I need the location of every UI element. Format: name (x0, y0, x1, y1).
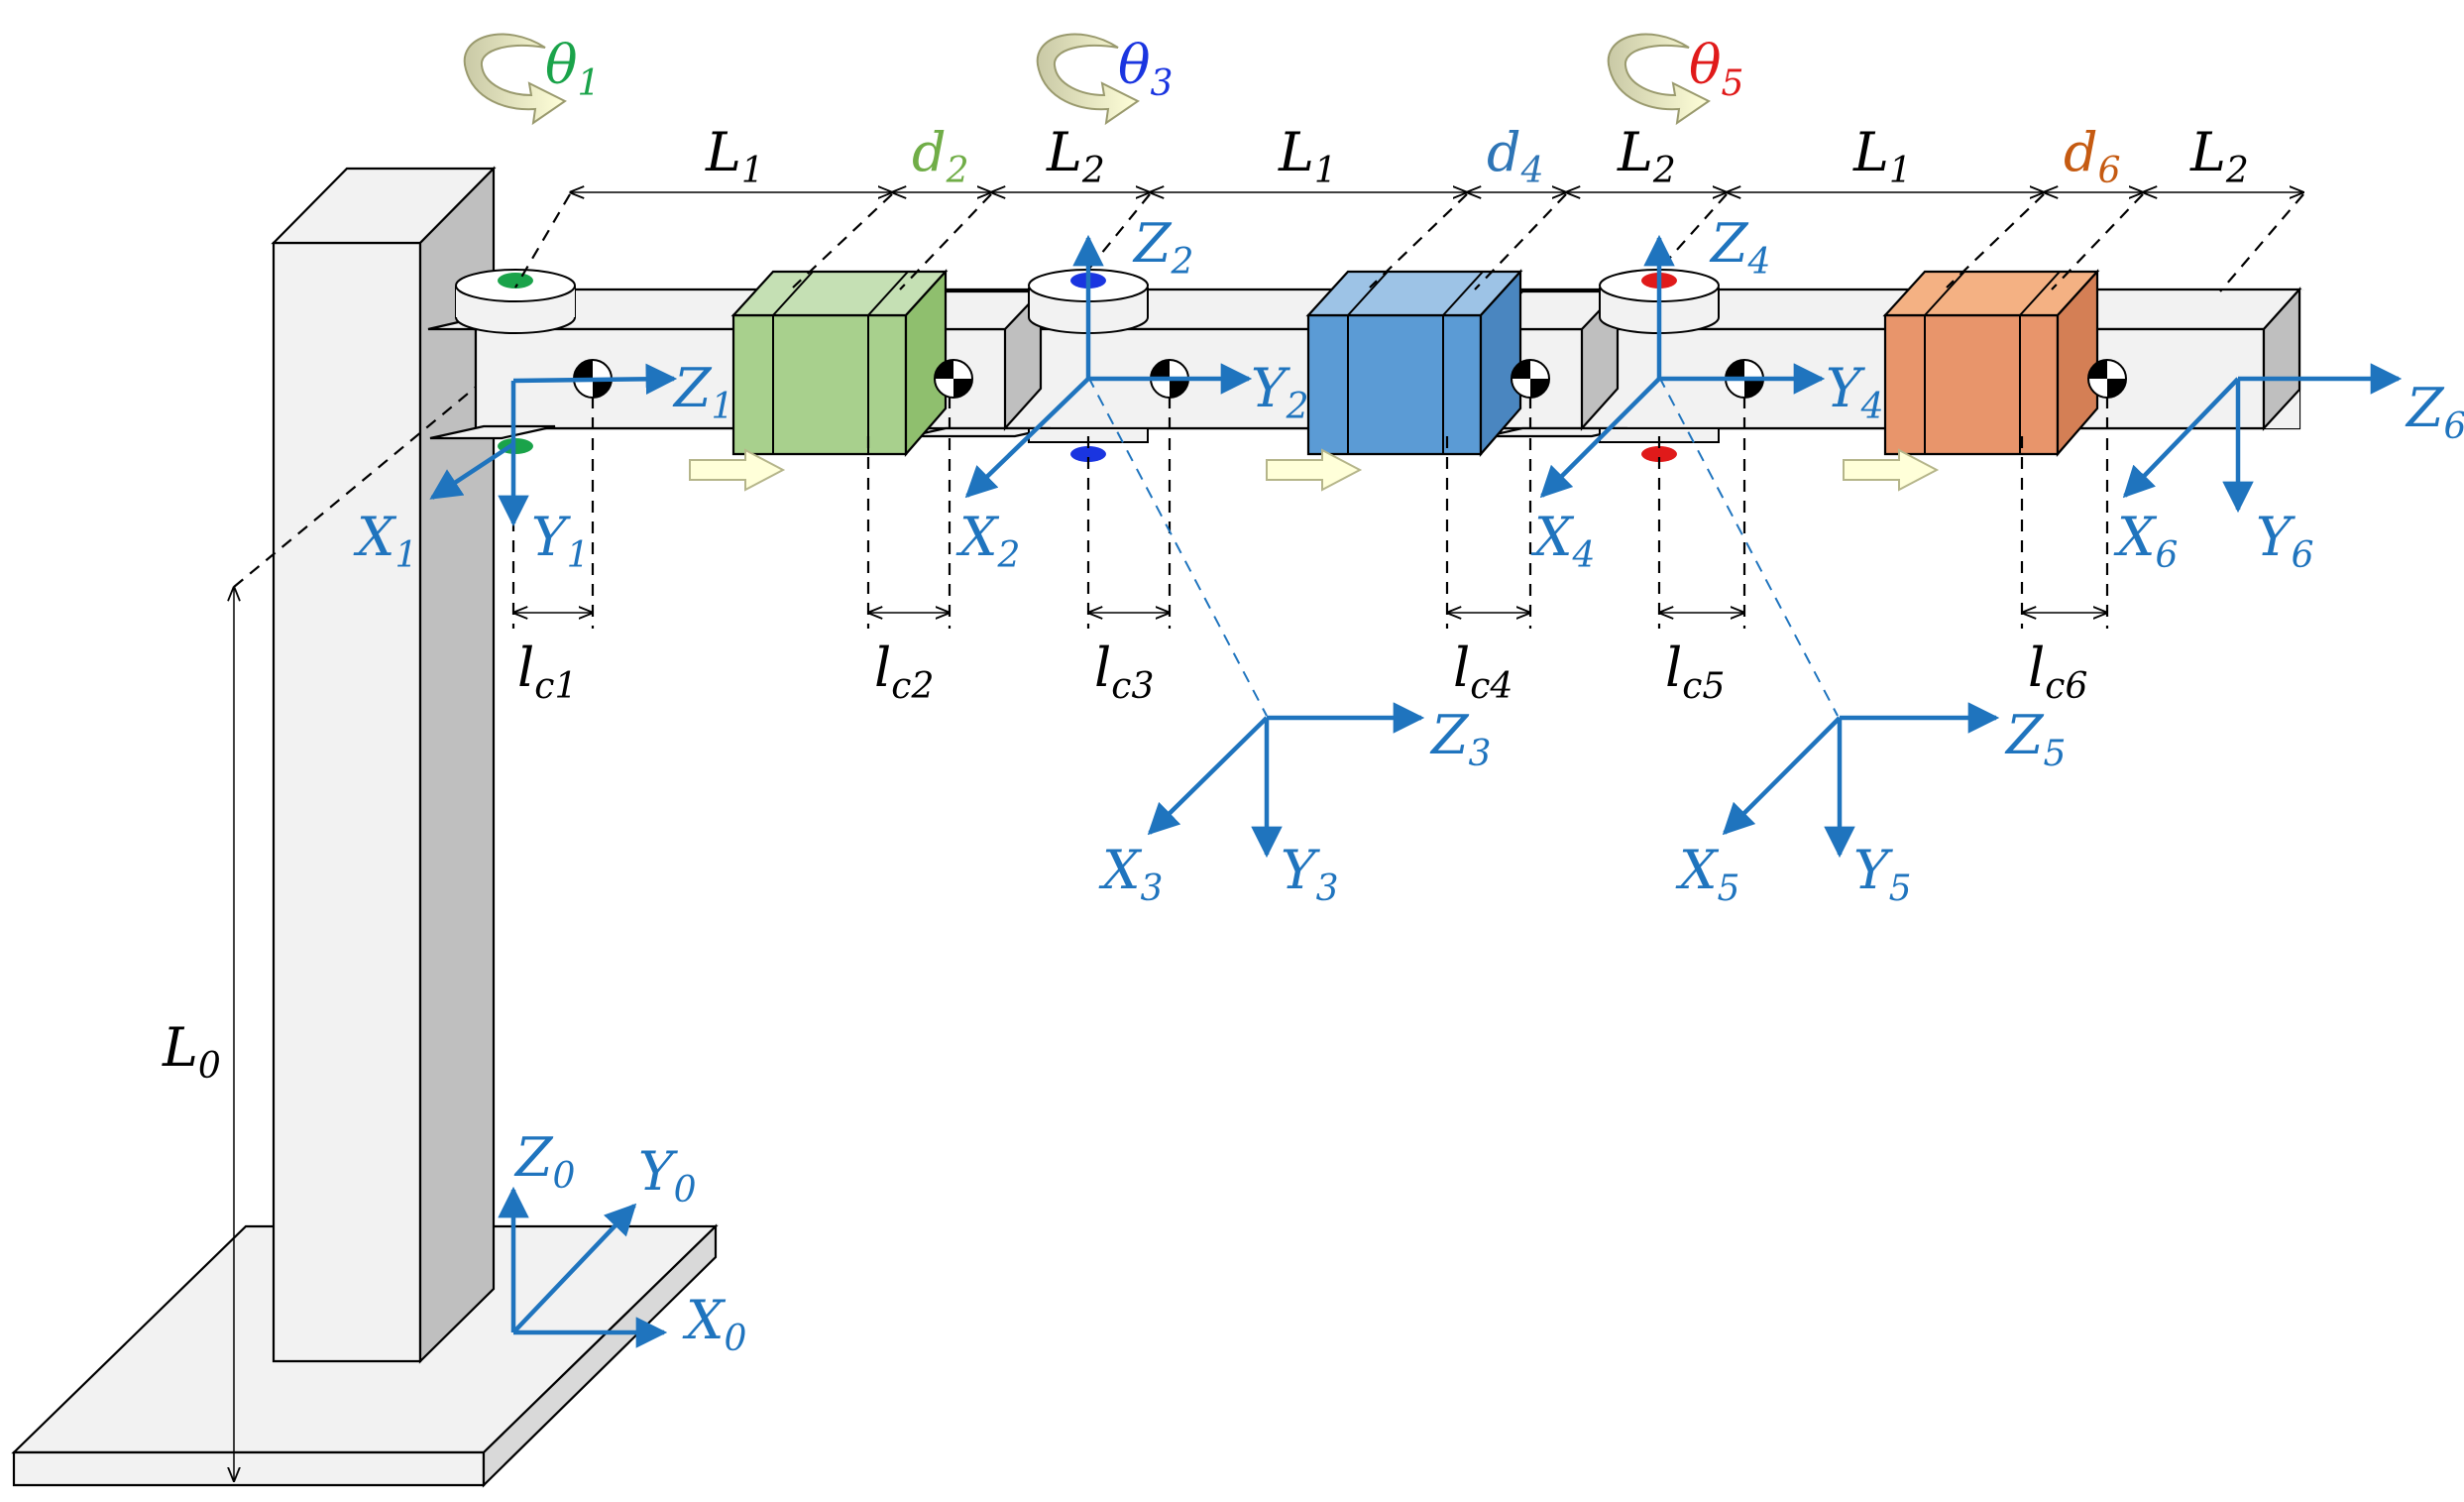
lc-dimension-label: lc1 (517, 636, 577, 707)
top-dimension-label: L1 (705, 121, 764, 191)
prismatic-block-4 (1305, 269, 1523, 457)
top-dimension-label: L2 (1046, 121, 1105, 191)
frame5-projection-line (1658, 376, 1839, 717)
frame-y-label: Y4 (1826, 357, 1884, 427)
joint1-disc (455, 269, 576, 454)
prismatic-block-6 (1882, 269, 2100, 457)
frame-x-axis (429, 442, 515, 500)
frame-y-label: Y0 (638, 1140, 697, 1211)
frame-x-label: X5 (1675, 839, 1739, 909)
frame-z-label: Z1 (672, 357, 733, 427)
frame-y-label: Y2 (1251, 357, 1309, 427)
center-of-mass-icon (1511, 359, 1550, 399)
frame-y-label: Y1 (531, 506, 590, 576)
frame-z-label: Z0 (513, 1126, 575, 1197)
frame-x-axis (1147, 716, 1269, 836)
top-dimension-label: L2 (1617, 121, 1676, 191)
frame-y-label: Y3 (1281, 839, 1339, 909)
frame-x-label: X2 (955, 506, 1020, 576)
dimension-extension-line (2051, 193, 2144, 290)
lc-dimension-label: lc6 (2028, 636, 2087, 707)
frame-z-label: Z4 (1709, 212, 1770, 283)
frame-z-label: Z5 (2004, 704, 2066, 774)
frame-z-label: Z2 (1132, 212, 1193, 283)
frame3-projection-line (1087, 376, 1268, 717)
frame-z-axis (512, 363, 678, 396)
frame-z-label: Z6 (2405, 377, 2464, 447)
dimension-extension-line (2219, 193, 2304, 292)
frame-x-axis (1539, 377, 1661, 499)
dimension-extension-line (1369, 193, 1468, 289)
frame-x-label: X6 (2113, 506, 2178, 576)
top-dimension-label: L2 (2189, 121, 2249, 191)
lc-dimension-label: lc5 (1665, 636, 1725, 707)
frame-x-label: X3 (1098, 839, 1163, 909)
top-dimension-label: L1 (1278, 121, 1337, 191)
frame-y-label: Y5 (1853, 839, 1912, 909)
dimension-extension-line (899, 193, 992, 290)
rotation-theta-label: θ5 (1689, 34, 1743, 104)
top-dimension-label: d2 (912, 121, 968, 191)
frame-x-axis (964, 377, 1090, 499)
vertical-column (271, 166, 497, 1364)
rotation-theta-label: θ1 (545, 34, 600, 104)
center-of-mass-icon (934, 359, 973, 399)
motion-arrow-icon (1843, 448, 1940, 492)
frame-z-label: Z3 (1429, 704, 1491, 774)
motion-arrow-icon (689, 448, 786, 492)
top-dimension-label: L1 (1852, 121, 1912, 191)
center-of-mass-icon (2087, 359, 2127, 399)
dimension-extension-line (1946, 193, 2045, 289)
top-dimension-label: d6 (2064, 121, 2120, 191)
rotation-arrow-icon (1036, 33, 1140, 126)
dimension-extension-line (1087, 193, 1151, 271)
prismatic-block-2 (730, 269, 949, 457)
frame-x-label: X0 (682, 1289, 746, 1359)
motion-arrow-icon (1266, 448, 1363, 492)
dimension-extension-line (514, 193, 571, 289)
dimension-extension-line (1474, 193, 1567, 290)
dimension-extension-line (792, 193, 893, 289)
frame-x-axis (1722, 716, 1842, 836)
lc-dimension-label: lc3 (1094, 636, 1154, 707)
frame-y-label: Y6 (2256, 506, 2314, 576)
frame-x-label: X4 (1530, 506, 1595, 576)
rotation-theta-label: θ3 (1118, 34, 1173, 104)
frame-x-label: X1 (353, 506, 417, 576)
rotation-arrow-icon (1607, 33, 1711, 126)
top-dimension-label: d4 (1487, 121, 1543, 191)
beam-end-face (2262, 287, 2301, 431)
lc-dimension-label: lc4 (1453, 636, 1512, 707)
joint1-pin (498, 273, 533, 289)
rotation-arrow-icon (463, 33, 567, 126)
frame-x-axis (2122, 377, 2240, 499)
frame-y-axis (511, 1203, 637, 1334)
lc-dimension-label: lc2 (874, 636, 934, 707)
l0-dimension-label: L0 (162, 1016, 221, 1087)
